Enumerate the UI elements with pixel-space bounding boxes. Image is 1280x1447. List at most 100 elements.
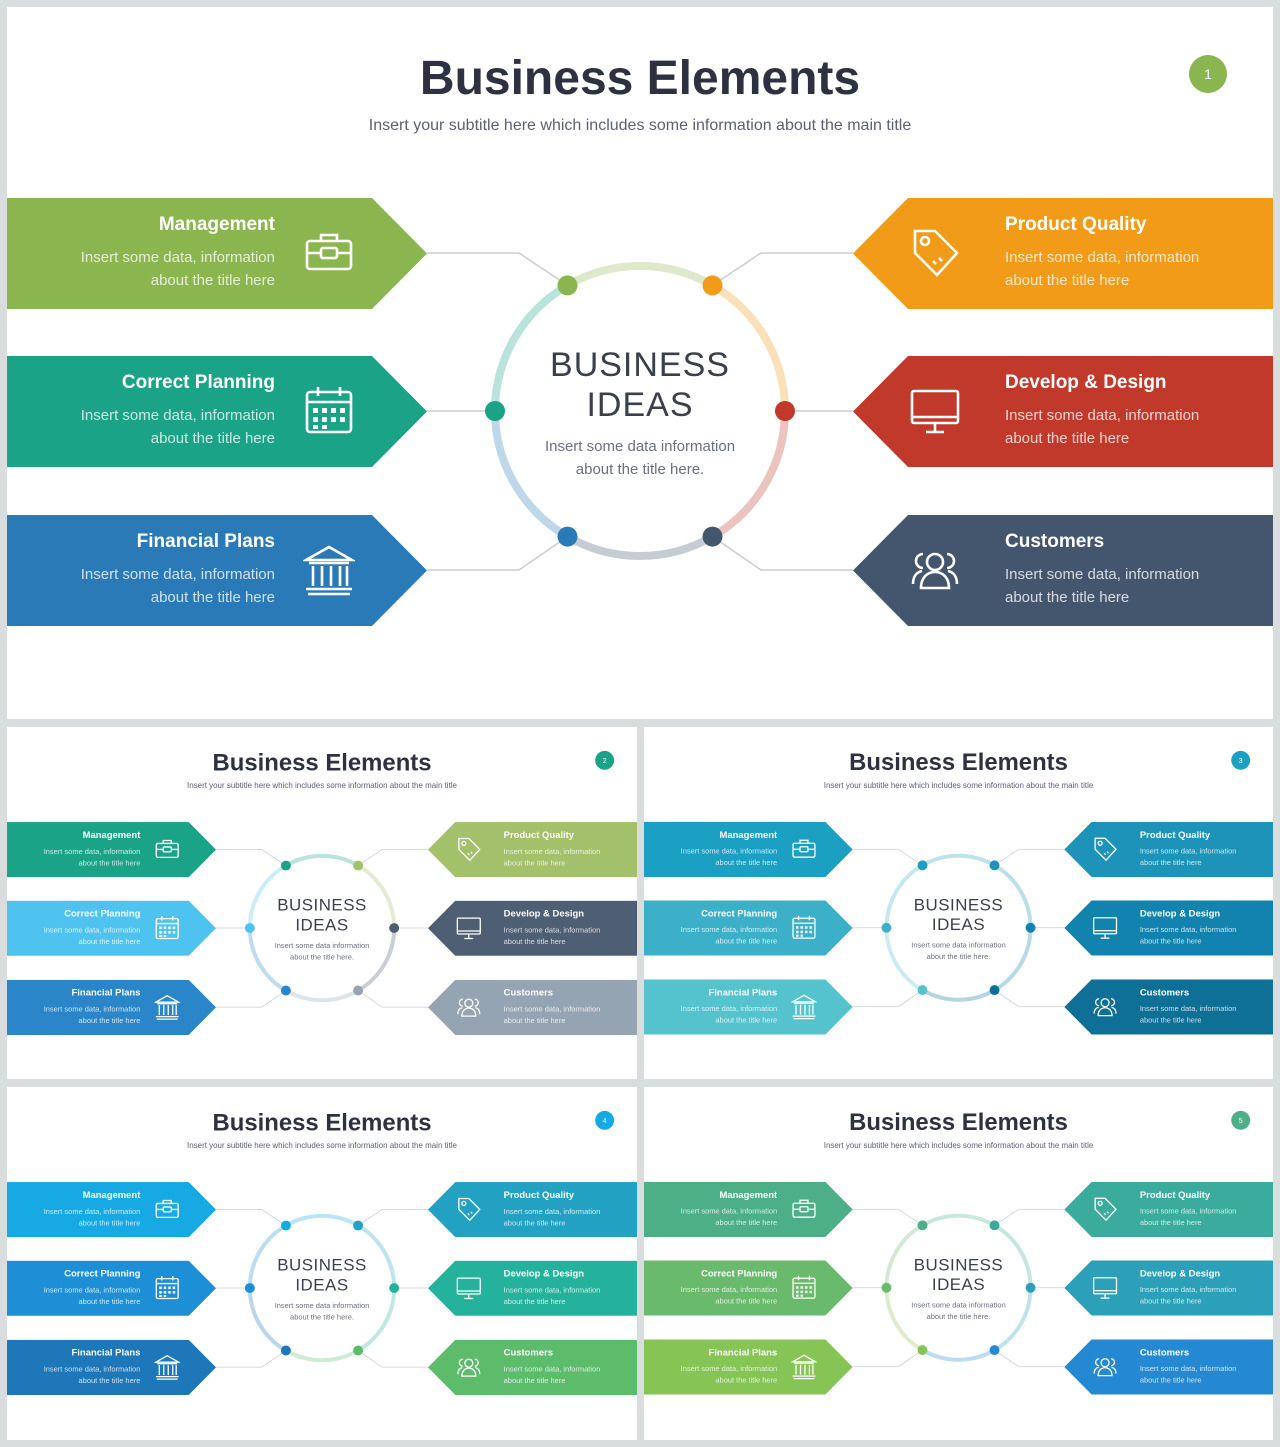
connector-dot (917, 1220, 928, 1231)
ring-arc (993, 1223, 1033, 1288)
price-tag-icon (1092, 1195, 1118, 1223)
connector-line (427, 535, 568, 571)
center-text-line-2: about the title here. (575, 461, 705, 478)
card-description-line-2: about the title here (1139, 1016, 1202, 1025)
connector-dot (389, 923, 400, 934)
calendar-icon (791, 914, 817, 942)
ring-arc (357, 863, 397, 929)
card-title: Correct Planning (701, 1268, 778, 1279)
connector-dot (702, 275, 723, 296)
connector-dot (917, 860, 928, 871)
connector-diagram (852, 848, 1065, 1008)
card-description-line-1: Insert some data, information (43, 847, 141, 856)
price-tag-icon (909, 225, 961, 281)
connector-dot (881, 922, 892, 933)
ring-arc (247, 863, 287, 929)
card-description-line-2: about the title here (150, 589, 275, 606)
center-text-line-1: Insert some data information (911, 1301, 1006, 1310)
card-description-line-1: Insert some data, information (1139, 1207, 1237, 1216)
ring-arc (710, 410, 789, 541)
ring-arc (357, 1223, 397, 1289)
ring-arc (884, 863, 924, 928)
card-description-line-1: Insert some data, information (680, 1207, 778, 1216)
ring-arc (247, 1288, 287, 1353)
card-title: Financial Plans (71, 1347, 141, 1359)
users-icon (456, 1353, 482, 1381)
center-title-line-2: IDEAS (295, 1275, 349, 1295)
connector-dot (989, 1345, 1000, 1356)
center-title-line-2: IDEAS (931, 915, 986, 935)
card-description-line-2: about the title here (1005, 272, 1130, 289)
slide-number-badge: 3 (1231, 750, 1251, 770)
center-title-line-1: BUSINESS (550, 346, 730, 384)
monitor-icon (456, 914, 482, 942)
ring-arc (710, 281, 789, 412)
center-text-line-1: Insert some data information (274, 1301, 370, 1310)
slide-number-badge: 2 (595, 750, 615, 770)
card-title: Correct Planning (64, 908, 141, 920)
center-title-line-1: BUSINESS (913, 895, 1004, 915)
connector-diagram (852, 1208, 1065, 1368)
connector-line (994, 848, 1065, 866)
center-text-line-1: Insert some data information (911, 941, 1006, 950)
bank-icon (790, 993, 818, 1021)
users-icon (1092, 993, 1118, 1021)
connector-line (216, 849, 287, 866)
ring-arc (247, 928, 287, 993)
ring-arc (357, 1288, 397, 1353)
monitor-icon (909, 383, 961, 439)
connector-dot (280, 860, 291, 871)
bank-icon (153, 993, 182, 1021)
center-title-line-1: BUSINESS (913, 1255, 1004, 1275)
card-title: Management (719, 1189, 778, 1201)
connector-dot (244, 923, 255, 934)
connector-line (216, 1209, 287, 1226)
card-title: Management (82, 830, 141, 841)
connector-diagram (216, 1209, 428, 1368)
card-description-line-2: about the title here (1139, 1376, 1202, 1385)
monitor-icon (456, 1274, 482, 1302)
center-title-line-2: IDEAS (586, 386, 694, 424)
card-title: Management (158, 214, 275, 235)
card-description-line-1: Insert some data, information (43, 1207, 141, 1216)
monitor-icon (1092, 914, 1118, 942)
card-description-line-2: about the title here (78, 1016, 141, 1026)
slide-subtitle: Insert your subtitle here which includes… (187, 781, 457, 791)
card-title: Customers (1139, 1347, 1190, 1358)
card-description-line-2: about the title here (503, 1218, 566, 1228)
slide-title: Business Elements (849, 749, 1068, 776)
ring-arc (993, 927, 1033, 992)
ring-arc (284, 1213, 360, 1228)
card-description-line-1: Insert some data, information (680, 1364, 778, 1374)
center-title-line-1: BUSINESS (277, 895, 367, 915)
card-title: Financial Plans (708, 1347, 778, 1358)
card-description-line-1: Insert some data, information (80, 249, 275, 266)
card-description-line-2: about the title here (78, 858, 141, 868)
connector-dot (280, 985, 291, 996)
users-icon (909, 542, 961, 598)
connector-dot (353, 985, 364, 996)
